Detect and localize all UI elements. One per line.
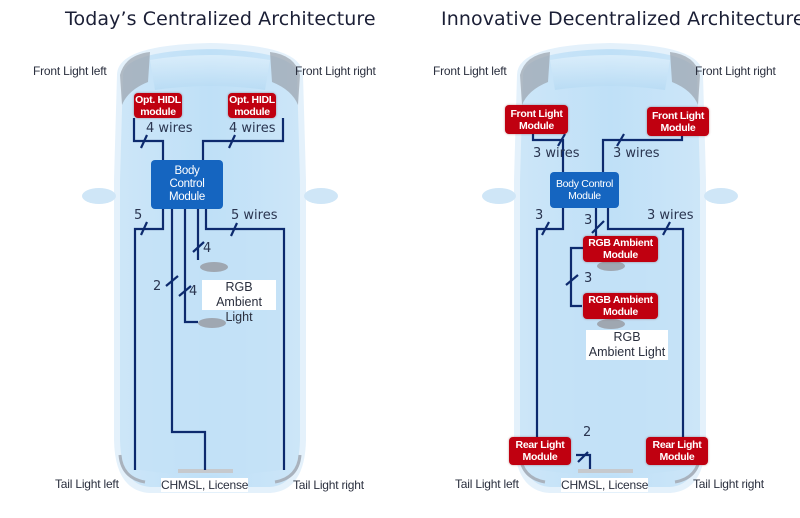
left-panel-title: Today’s Centralized Architecture xyxy=(65,8,376,30)
rgb-lamp-left-upper xyxy=(200,262,228,272)
front-light-right-lamp xyxy=(670,52,700,105)
wire-hidl-left xyxy=(132,118,165,160)
rear-light-module-right[interactable]: Rear Light Module xyxy=(646,437,708,465)
opt-hidl-module-left[interactable]: Opt. HIDL module xyxy=(134,93,182,118)
wire-count-hidl-left: 4 wires xyxy=(146,121,193,136)
wire-count-rgb-upper: 3 xyxy=(584,213,593,228)
label-chmsl-license: CHMSL, License xyxy=(161,478,249,492)
wire-count-rear-right: 3 wires xyxy=(647,208,694,223)
rgb-ambient-module-lower[interactable]: RGB Ambient Module xyxy=(583,293,658,319)
opt-hidl-module-right[interactable]: Opt. HIDL module xyxy=(228,93,276,118)
wire-count-chmsl: 2 xyxy=(153,279,162,294)
chmsl-bar xyxy=(578,469,633,473)
wire-count-rgb-upper: 4 xyxy=(203,241,212,256)
right-panel-title: Innovative Decentralized Architecture xyxy=(441,8,800,30)
body-control-module[interactable]: Body Control Module xyxy=(550,172,619,208)
chmsl-bar xyxy=(178,469,233,473)
rgb-lamp-left-lower xyxy=(198,318,226,328)
label-tail-light-left: Tail Light left xyxy=(55,477,119,491)
rear-light-module-left[interactable]: Rear Light Module xyxy=(509,437,571,465)
rgb-ambient-module-upper[interactable]: RGB Ambient Module xyxy=(583,236,658,262)
front-light-right-lamp xyxy=(270,52,300,105)
wire-chmsl xyxy=(170,209,207,470)
wire-front-left xyxy=(531,128,565,172)
rgb-lamp-right-lower xyxy=(597,319,625,329)
body-control-module[interactable]: Body Control Module xyxy=(151,160,223,209)
wire-count-rgb-chain: 3 xyxy=(584,271,593,286)
wire-count-tail-right: 5 wires xyxy=(231,208,278,223)
wiring-left xyxy=(132,118,286,470)
front-light-module-right[interactable]: Front Light Module xyxy=(647,107,709,136)
wire-rgb-lower xyxy=(183,209,198,324)
wire-count-front-right: 3 wires xyxy=(613,146,660,161)
label-rgb-ambient-light: RGB Ambient Light xyxy=(202,280,276,324)
wire-tail-left xyxy=(133,209,165,470)
wire-count-tail-left: 5 xyxy=(134,208,143,223)
wire-count-hidl-right: 4 wires xyxy=(229,121,276,136)
label-chmsl-license: CHMSL, License xyxy=(561,478,649,492)
wiring-right xyxy=(531,128,685,469)
label-tail-light-right: Tail Light right xyxy=(293,478,364,492)
wire-rear-right xyxy=(606,208,685,437)
wire-chmsl xyxy=(576,453,592,469)
label-front-light-right: Front Light right xyxy=(695,64,776,78)
label-tail-light-left: Tail Light left xyxy=(455,477,519,491)
wire-count-rear-left: 3 xyxy=(535,208,544,223)
rgb-lamp-right-upper xyxy=(597,261,625,271)
wire-tail-right xyxy=(204,209,286,470)
front-light-left-lamp xyxy=(120,52,150,105)
wire-count-chmsl: 2 xyxy=(583,425,592,440)
front-light-module-left[interactable]: Front Light Module xyxy=(505,105,568,134)
wire-front-right xyxy=(601,132,684,172)
wire-count-rgb-lower: 4 xyxy=(189,284,198,299)
label-front-light-left: Front Light left xyxy=(433,64,507,78)
wire-count-front-left: 3 wires xyxy=(533,146,580,161)
label-rgb-ambient-light: RGB Ambient Light xyxy=(586,330,668,360)
front-light-left-lamp xyxy=(520,52,550,105)
wire-rear-left xyxy=(535,208,565,437)
wire-hidl-right xyxy=(201,118,285,160)
label-tail-light-right: Tail Light right xyxy=(693,477,764,491)
label-front-light-left: Front Light left xyxy=(33,64,107,78)
label-front-light-right: Front Light right xyxy=(295,64,376,78)
